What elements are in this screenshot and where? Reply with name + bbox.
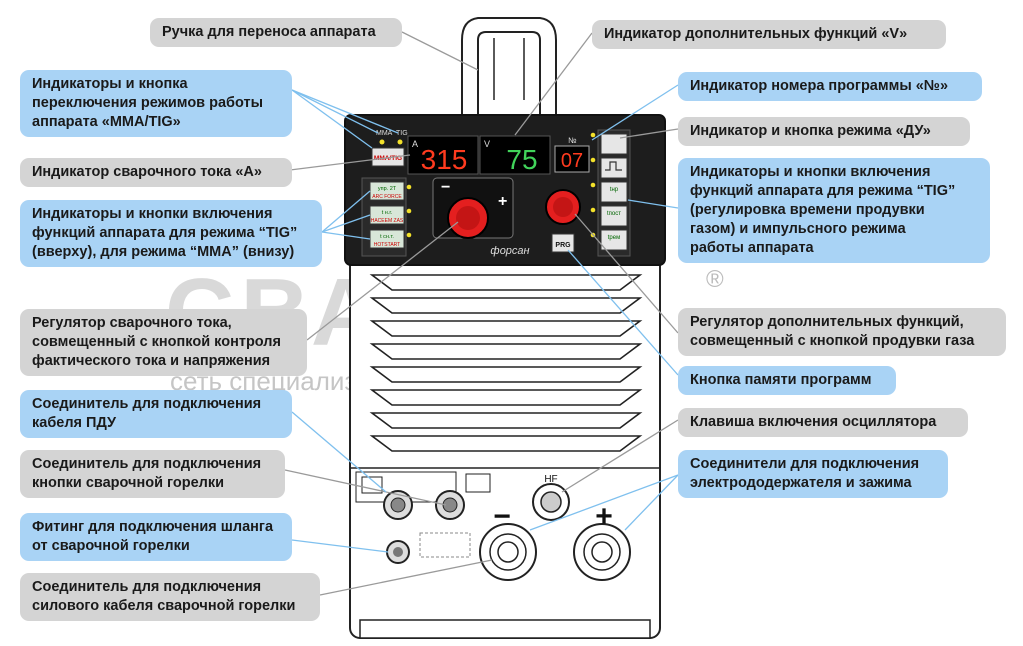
volt-unit: V	[484, 139, 490, 149]
hf-label: HF	[544, 474, 557, 485]
callout-mode-switch: Индикаторы и кнопка переключения режимов…	[20, 70, 292, 137]
carry-handle	[461, 17, 557, 120]
callout-remote-mode: Индикатор и кнопка режима «ДУ»	[678, 117, 970, 146]
amp-unit: A	[412, 139, 418, 149]
program-value: 07	[561, 150, 583, 172]
watermark-registered: ®	[706, 266, 724, 293]
callout-torch-button-connector: Соединитель для подключения кнопки сваро…	[20, 450, 285, 498]
postgas-button[interactable]	[600, 205, 628, 227]
function-button-2-bottom: HACEEM ZAS	[371, 218, 404, 224]
function-button-2-top: t н.г.	[382, 210, 393, 216]
pulse-t2-label: tпост	[607, 211, 621, 217]
repeat-button[interactable]	[600, 229, 628, 251]
brand-logo: форсан	[490, 245, 529, 257]
mma-tig-button-label: MMA/TIG	[374, 155, 402, 162]
callout-remote-connector: Соединитель для подключения кабеля ПДУ	[20, 390, 292, 438]
mma-led	[379, 139, 385, 145]
callout-gas-fitting: Фитинг для подключения шланга от сварочн…	[20, 513, 292, 561]
pulse-t3-label: tрем	[608, 235, 620, 241]
program-memory-button[interactable]	[551, 233, 575, 253]
callout-extra-regulator: Регулятор дополнительных функций, совмещ…	[678, 308, 1006, 356]
function-button-3-top: t сн.т.	[380, 234, 394, 240]
tig-led	[397, 139, 403, 145]
mma-label: MMA	[376, 130, 393, 137]
callout-current-regulator: Регулятор сварочного тока, совмещенный с…	[20, 309, 307, 376]
program-symbol: №	[568, 136, 577, 145]
callout-handle: Ручка для переноса аппарата	[150, 18, 402, 47]
callout-current-indicator: Индикатор сварочного тока «А»	[20, 158, 292, 187]
ventilation-grille	[369, 274, 643, 452]
current-display	[407, 135, 479, 175]
callout-v-indicator: Индикатор дополнительных функций «V»	[592, 20, 946, 49]
callout-power-cable-connector: Соединитель для подключения силового каб…	[20, 573, 320, 621]
pulse-mode-button[interactable]	[600, 157, 628, 179]
positive-sign: +	[595, 500, 613, 533]
voltage-value: 75	[506, 144, 537, 175]
gray-leader-lines	[284, 31, 679, 596]
current-value: 315	[421, 144, 468, 175]
remote-mode-button[interactable]	[600, 133, 628, 155]
function-button-1-top: упр. 2Т	[378, 186, 397, 192]
knob-plus: +	[498, 193, 507, 210]
negative-sign: −	[493, 500, 511, 533]
callout-output-connectors: Соединители для подключения электрододер…	[678, 450, 948, 498]
blue-leader-lines	[291, 84, 679, 553]
tig-label: TIG	[396, 130, 408, 137]
mma-tig-button[interactable]	[371, 147, 405, 167]
voltage-display	[479, 135, 551, 175]
callout-program-no-indicator: Индикатор номера программы «№»	[678, 72, 982, 101]
function-button-1-bottom: ARC FORCE	[372, 194, 402, 200]
callout-tig-pulse-functions: Индикаторы и кнопки включения функций ап…	[678, 158, 990, 263]
knob-minus: −	[441, 179, 450, 196]
prg-label: PRG	[555, 242, 571, 249]
function-button-3-bottom: HOTSTART	[374, 242, 400, 248]
pregas-button[interactable]	[600, 181, 628, 203]
callout-oscillator-key: Клавиша включения осциллятора	[678, 408, 968, 437]
callout-tig-mma-functions: Индикаторы и кнопки включения функций ап…	[20, 200, 322, 267]
callout-program-memory: Кнопка памяти программ	[678, 366, 896, 395]
pulse-t1-label: tнр	[610, 187, 619, 193]
program-display	[554, 145, 590, 173]
